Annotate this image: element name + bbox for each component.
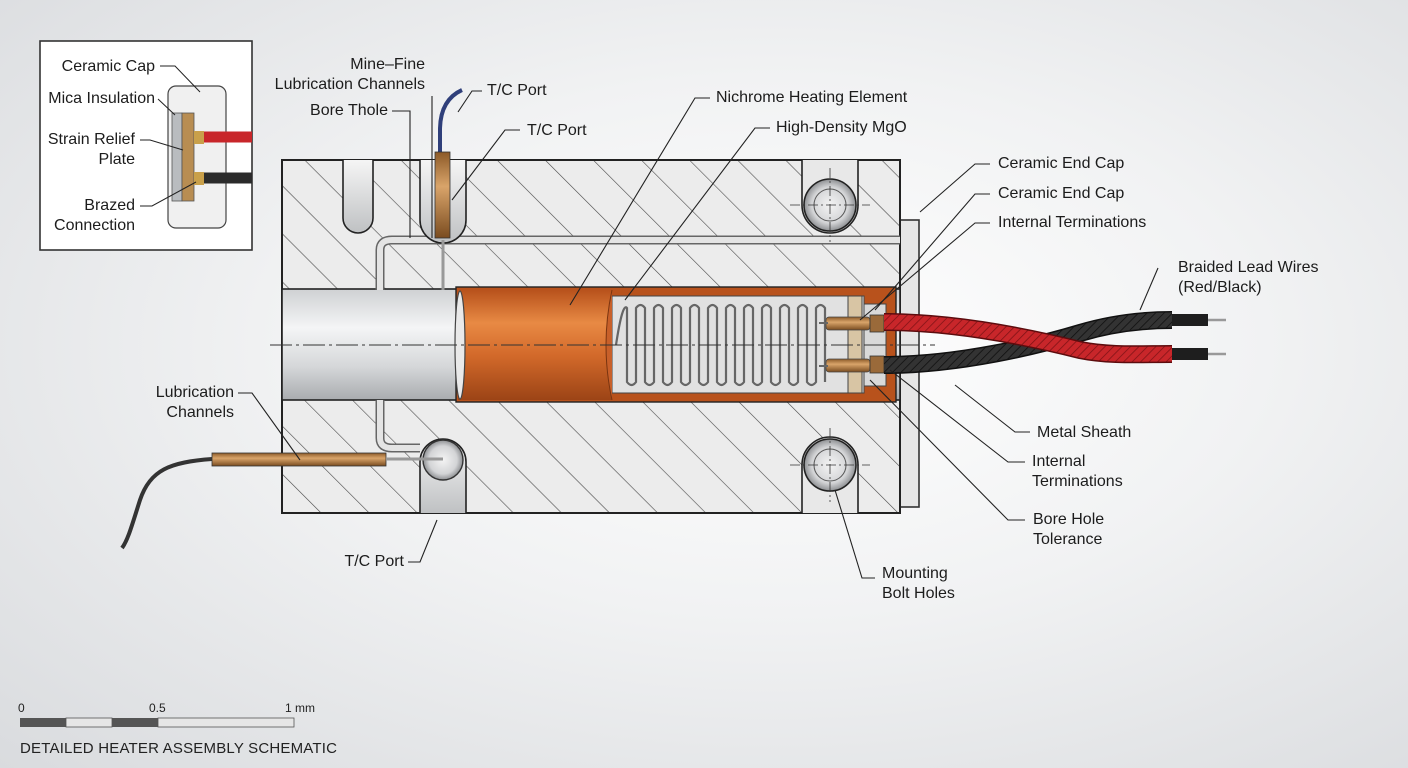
lubrication-channel-bottom (375, 400, 420, 453)
label-lubrication-line2: Channels (166, 404, 234, 421)
label-braided-lead-wires: Braided Lead Wires (Red/Black) (1178, 258, 1319, 298)
label-internal-line2: Terminations (1032, 473, 1123, 490)
label-tc-port-top-2: T/C Port (527, 122, 587, 139)
scale-tick-end: 1 mm (285, 701, 315, 715)
inset-detail (39, 40, 253, 251)
label-brazed-line1: Brazed (84, 197, 135, 214)
label-nichrome-heating-element: Nichrome Heating Element (716, 89, 908, 106)
label-ceramic-end-cap-1: Ceramic End Cap (998, 155, 1125, 172)
label-lubrication-channels: Lubrication Channels (120, 383, 234, 423)
label-mine-fine-line1: Mine–Fine (350, 56, 425, 73)
label-high-density-mgo: High-Density MgO (776, 119, 907, 136)
label-strain-relief: Strain Relief Plate (40, 130, 135, 170)
label-internal-terminations-bottom: Internal Terminations (1032, 452, 1123, 492)
braided-lead-wires (883, 311, 1226, 374)
label-ceramic-end-cap-2: Ceramic End Cap (998, 185, 1125, 202)
label-braided-line2: (Red/Black) (1178, 279, 1262, 296)
label-ceramic-cap: Ceramic Cap (61, 58, 155, 75)
label-bore-hole-line2: Tolerance (1033, 531, 1103, 548)
label-tc-port-bottom: T/C Port (344, 553, 404, 570)
label-bore-hole-tolerance: Bore Hole Tolerance (1033, 510, 1104, 550)
label-bore-hole-line1: Bore Hole (1033, 511, 1105, 528)
lubrication-channel-top (375, 235, 900, 290)
mounting-bolt-hole-top (790, 160, 870, 242)
label-mine-fine-line2: Lubrication Channels (274, 76, 425, 93)
nichrome-coil (614, 303, 827, 387)
diagram-caption: DETAILED HEATER ASSEMBLY SCHEMATIC (20, 740, 338, 757)
label-mounting-line1: Mounting (882, 565, 948, 582)
label-brazed-connection: Brazed Connection (40, 196, 135, 236)
mounting-bolt-hole-bottom (790, 428, 870, 513)
label-lubrication-line1: Lubrication (155, 384, 234, 401)
scale-bar (20, 717, 295, 728)
label-mine-fine-lubrication: Mine–Fine Lubrication Channels (240, 55, 425, 95)
leader-lines (238, 90, 1159, 579)
inset-leader-lines (140, 65, 201, 207)
label-internal-line1: Internal (1032, 453, 1086, 470)
scale-tick-mid: 0.5 (149, 701, 166, 715)
label-braided-line1: Braided Lead Wires (1178, 259, 1319, 276)
label-strain-relief-line1: Strain Relief (47, 131, 135, 148)
label-tc-port-top-1: T/C Port (487, 82, 547, 99)
bore-slot-top (342, 160, 374, 234)
tc-port-slot-bottom (419, 438, 467, 513)
label-brazed-line2: Connection (54, 217, 135, 234)
label-metal-sheath: Metal Sheath (1037, 424, 1132, 441)
label-mica-insulation: Mica Insulation (48, 90, 155, 107)
label-internal-terminations-top: Internal Terminations (998, 214, 1147, 231)
label-bore-thole: Bore Thole (310, 102, 388, 119)
label-mounting-bolt-holes: Mounting Bolt Holes (882, 564, 955, 604)
internal-terminations (819, 295, 887, 394)
label-mounting-line2: Bolt Holes (882, 585, 955, 602)
scale-tick-0: 0 (18, 701, 25, 715)
label-strain-relief-line2: Plate (98, 151, 135, 168)
thermocouple-probe-top (434, 88, 463, 239)
